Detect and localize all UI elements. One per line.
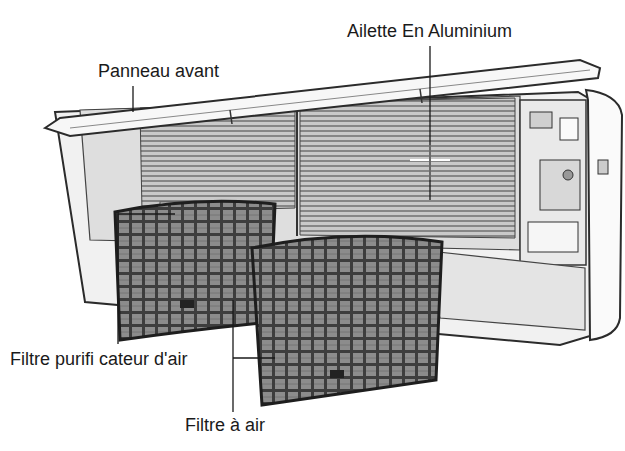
part-label: Panneau avant bbox=[96, 60, 221, 82]
part-label: Ailette En Aluminium bbox=[345, 20, 514, 42]
part-label: Filtre purifi cateur d'air bbox=[8, 348, 217, 370]
part-label: Filtre à air bbox=[183, 414, 267, 436]
